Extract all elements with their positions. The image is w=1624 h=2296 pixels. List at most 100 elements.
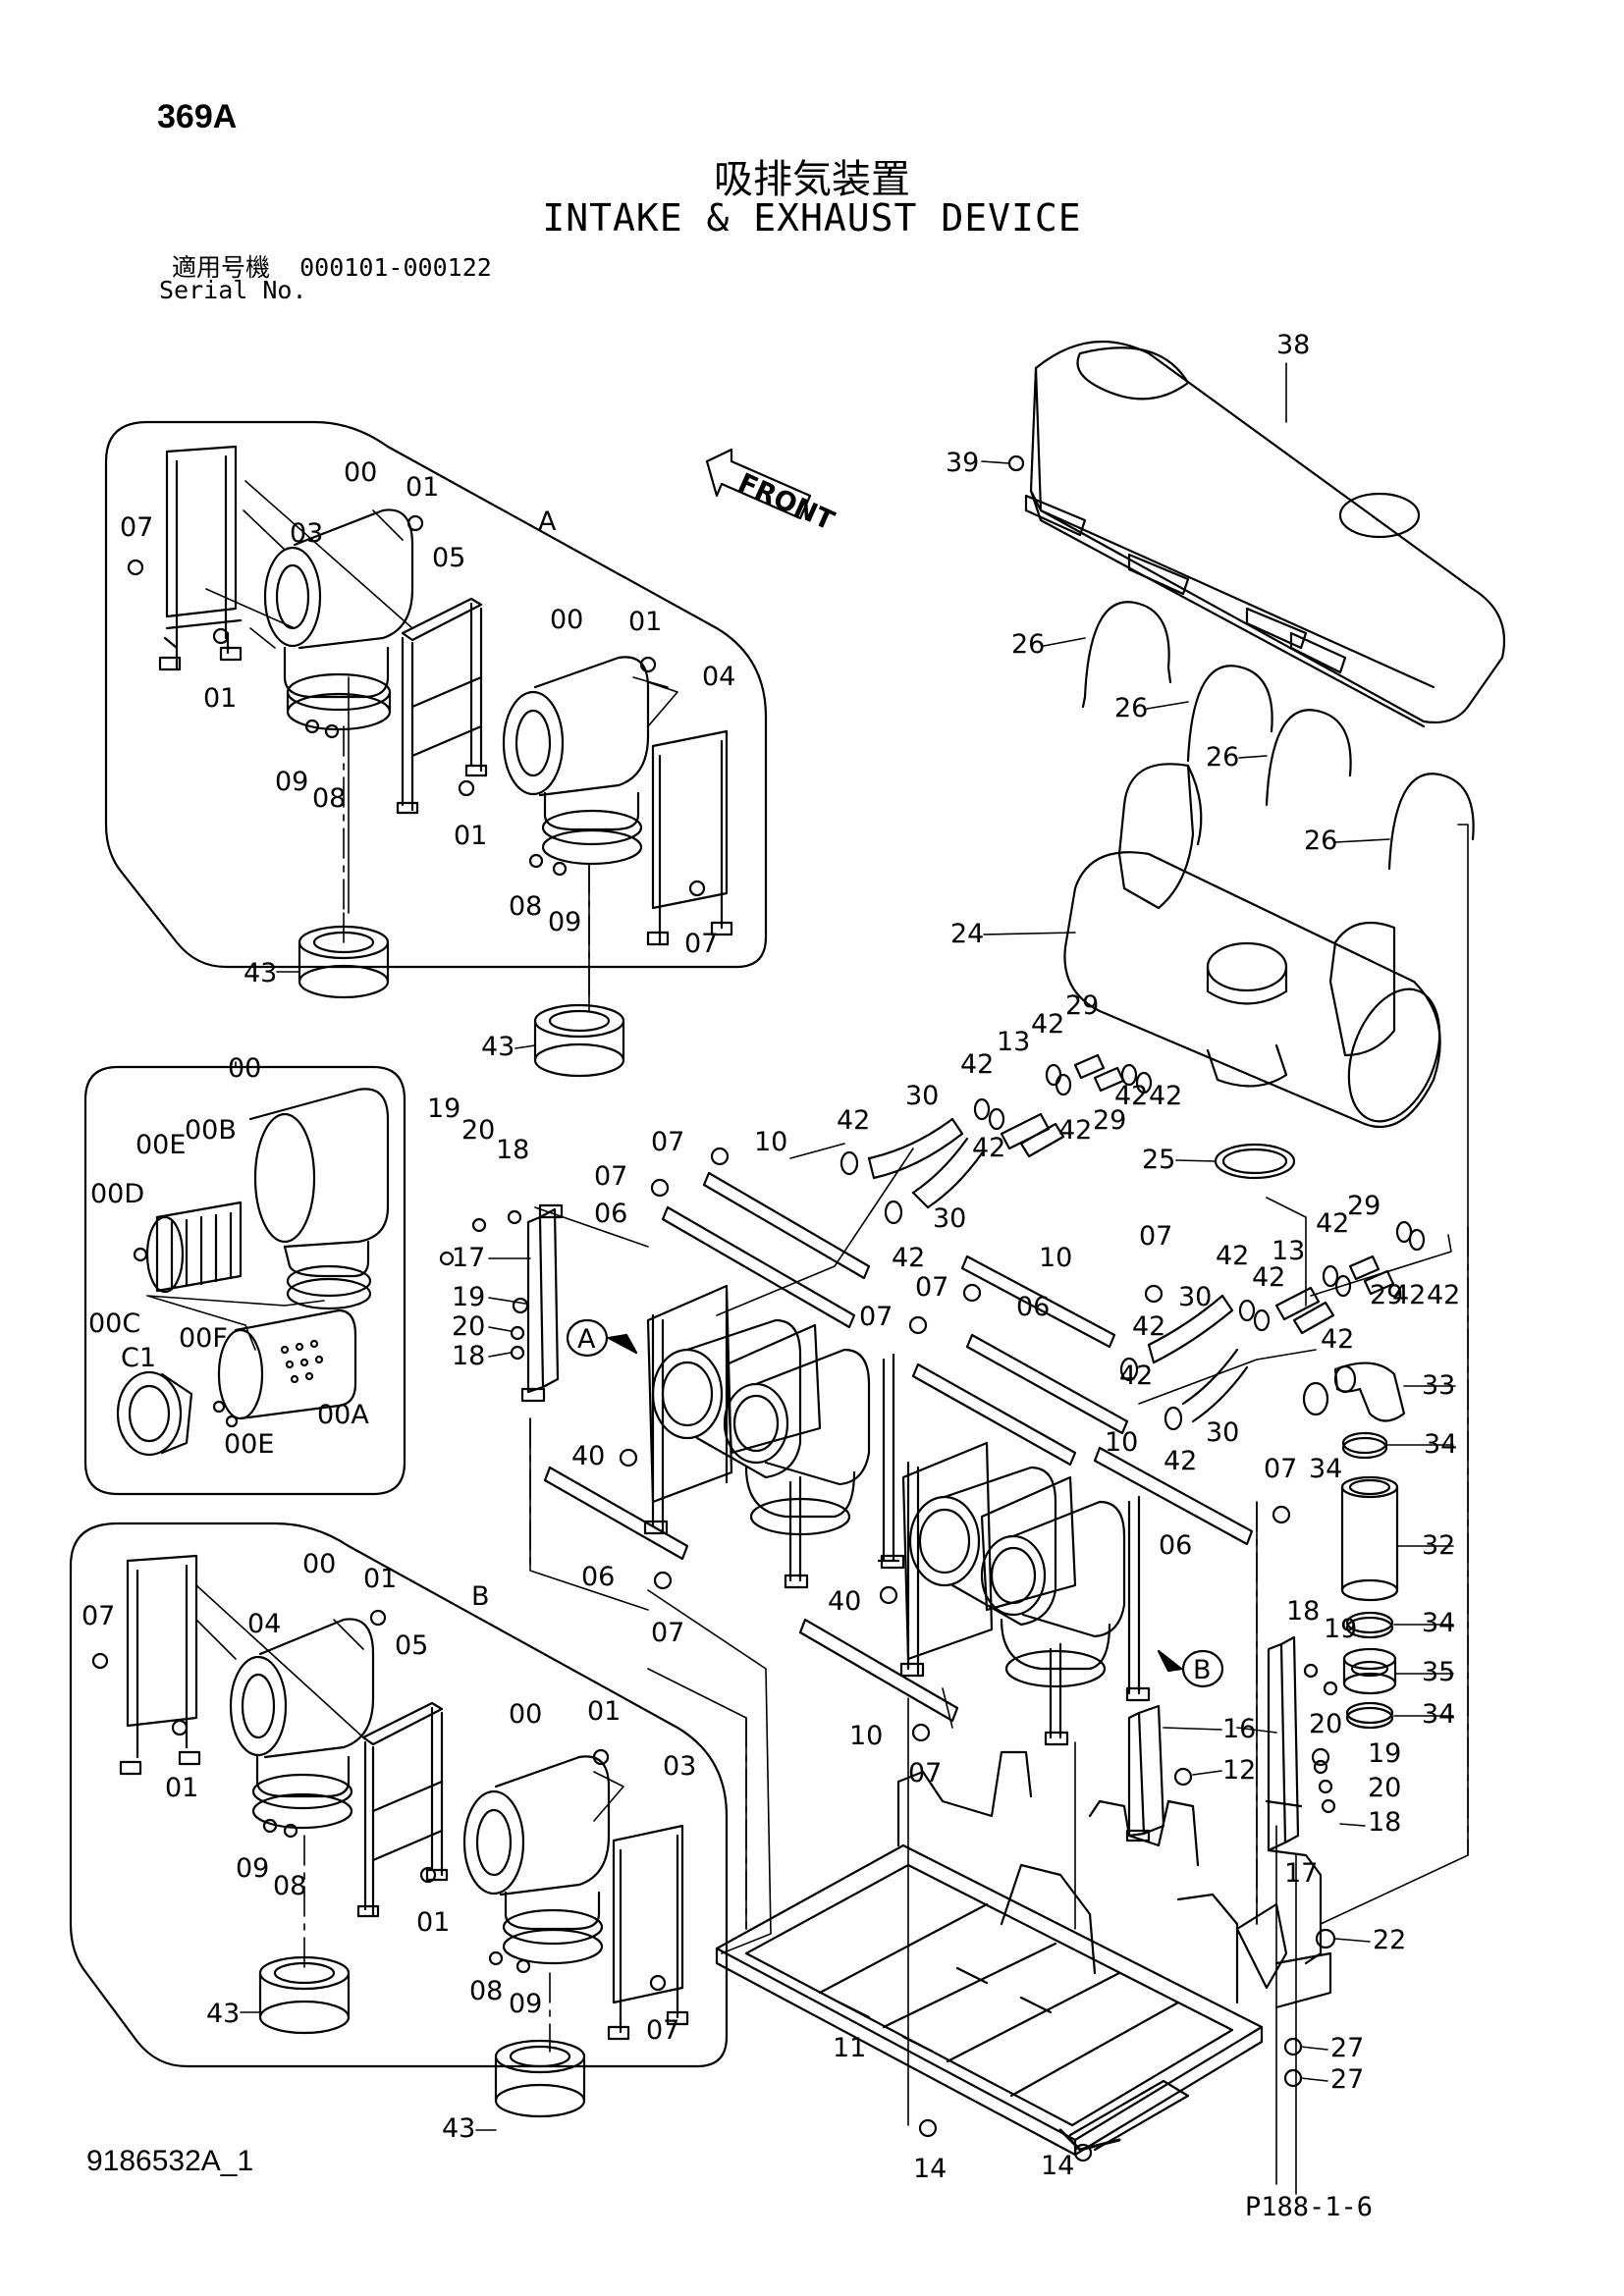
- hose-lower: [1147, 1294, 1249, 1423]
- main-air-cleaner-rear-right: [980, 1475, 1126, 1688]
- callout-06: 06: [594, 1199, 627, 1229]
- callout-01: 01: [587, 1696, 621, 1727]
- callout-10: 10: [754, 1127, 787, 1157]
- callout-04: 04: [247, 1609, 281, 1639]
- callout-38: 38: [1276, 330, 1310, 360]
- callout-42: 42: [1392, 1280, 1426, 1310]
- callout-03: 03: [663, 1751, 696, 1782]
- callout-35: 35: [1422, 1657, 1455, 1687]
- detail-b-leader-lines: [195, 1584, 624, 2053]
- callout-00F: 00F: [179, 1323, 228, 1354]
- muffler: [1063, 763, 1441, 1129]
- u-bolt-2: [1186, 665, 1273, 763]
- callout-18: 18: [1368, 1807, 1401, 1838]
- pre-cleaner-cup-1: [298, 925, 390, 999]
- callout-40: 40: [571, 1441, 605, 1471]
- page-reference: P188-1-6: [1245, 2192, 1374, 2222]
- u-bolt-3: [1265, 709, 1352, 807]
- callout-29: 29: [1370, 1280, 1403, 1310]
- callout-07: 07: [1264, 1454, 1297, 1484]
- callout-08: 08: [312, 783, 346, 814]
- main-bracket-rear: [798, 1446, 1254, 1746]
- drawing-number: 9186532A_1: [86, 2145, 254, 2177]
- callout-34: 34: [1309, 1454, 1342, 1484]
- callout-labels: 00 01 07 03 05 A 00 01 04 01 09 08 01 08…: [81, 330, 1460, 2184]
- callout-42: 42: [1164, 1446, 1197, 1476]
- pipe-32: [1340, 1475, 1399, 1602]
- serial-label-english: Serial No.: [159, 276, 307, 304]
- callout-20: 20: [461, 1115, 495, 1146]
- callout-43: 43: [481, 1032, 514, 1062]
- elbow-33: [1333, 1362, 1406, 1422]
- callout-18: 18: [496, 1135, 529, 1165]
- pipe-13-lower: [1274, 1286, 1335, 1335]
- callout-42: 42: [1058, 1115, 1092, 1146]
- callout-08: 08: [273, 1871, 306, 1901]
- callout-42: 42: [1252, 1262, 1285, 1293]
- callout-34: 34: [1422, 1699, 1455, 1730]
- u-bolt-4: [1387, 773, 1475, 871]
- detail-00-parts: [116, 1088, 390, 1457]
- callout-13: 13: [997, 1027, 1030, 1057]
- callout-07: 07: [684, 929, 718, 959]
- assembly-chain-lines: [529, 1226, 1469, 1930]
- serial-label-japanese: 適用号機 000101-000122: [172, 248, 492, 284]
- callout-01: 01: [416, 1907, 450, 1938]
- callout-42: 42: [1149, 1081, 1182, 1111]
- hose-35: [1342, 1647, 1397, 1695]
- pipe-13-upper: [1000, 1112, 1065, 1158]
- callout-b-label: B: [471, 1581, 490, 1612]
- callout-00: 00: [344, 457, 377, 488]
- detail-a-air-cleaner-1: [263, 508, 414, 731]
- pre-cleaner-cup-4: [494, 2039, 586, 2118]
- callout-42: 42: [972, 1133, 1005, 1163]
- callout-00C: 00C: [88, 1308, 140, 1339]
- detail-a-bolts: [127, 514, 706, 897]
- pre-cleaner-cup-3: [258, 1955, 351, 2035]
- stay-17-left: [520, 1203, 564, 1403]
- callout-43: 43: [244, 958, 277, 988]
- callout-05: 05: [432, 543, 465, 573]
- callout-09: 09: [548, 907, 581, 937]
- callout-00: 00: [550, 605, 583, 635]
- detail-00-leader-lines: [146, 1061, 325, 1351]
- clamp-34-lower: [1345, 1611, 1394, 1730]
- callout-C1: C1: [121, 1343, 156, 1373]
- u-bolt-1: [1081, 601, 1172, 709]
- callout-29: 29: [1065, 990, 1099, 1021]
- callout-19: 19: [1324, 1614, 1357, 1644]
- detail-a-air-cleaner-2: [502, 656, 650, 866]
- callout-10: 10: [849, 1721, 883, 1751]
- callout-19: 19: [427, 1094, 460, 1124]
- callout-42: 42: [960, 1049, 994, 1080]
- callout-00E: 00E: [224, 1429, 274, 1460]
- clamps-42: [839, 1063, 1426, 1431]
- serial-range: 000101-000122: [299, 253, 492, 282]
- rail-10-upper-right: [911, 1255, 1129, 1467]
- marker-a-label: A: [577, 1324, 596, 1355]
- callout-30: 30: [905, 1081, 939, 1111]
- callout-08: 08: [509, 891, 542, 922]
- callout-34: 34: [1422, 1608, 1455, 1638]
- callout-01: 01: [363, 1564, 397, 1594]
- callout-29: 29: [1347, 1191, 1380, 1221]
- clamp-33-34: [1302, 1381, 1388, 1460]
- callout-09: 09: [275, 767, 308, 797]
- callout-42: 42: [837, 1105, 870, 1136]
- detail-b-air-cleaner-1: [229, 1618, 375, 1830]
- bracket-16: [1125, 1704, 1165, 1842]
- callout-42: 42: [1316, 1208, 1349, 1239]
- callout-01: 01: [165, 1773, 198, 1803]
- callout-01: 01: [628, 607, 662, 637]
- detail-a-leader-lines: [205, 480, 678, 1012]
- callout-30: 30: [1206, 1417, 1239, 1448]
- main-air-cleaner-front-right: [723, 1323, 871, 1536]
- assembly-leader-lines: [529, 824, 1469, 2195]
- detail-00-outline: [83, 1065, 406, 1496]
- callout-42: 42: [1427, 1280, 1460, 1310]
- marker-b: [1157, 1649, 1224, 1688]
- callout-20: 20: [1309, 1709, 1342, 1739]
- callout-43: 43: [442, 2113, 475, 2144]
- callout-14: 14: [1041, 2151, 1074, 2181]
